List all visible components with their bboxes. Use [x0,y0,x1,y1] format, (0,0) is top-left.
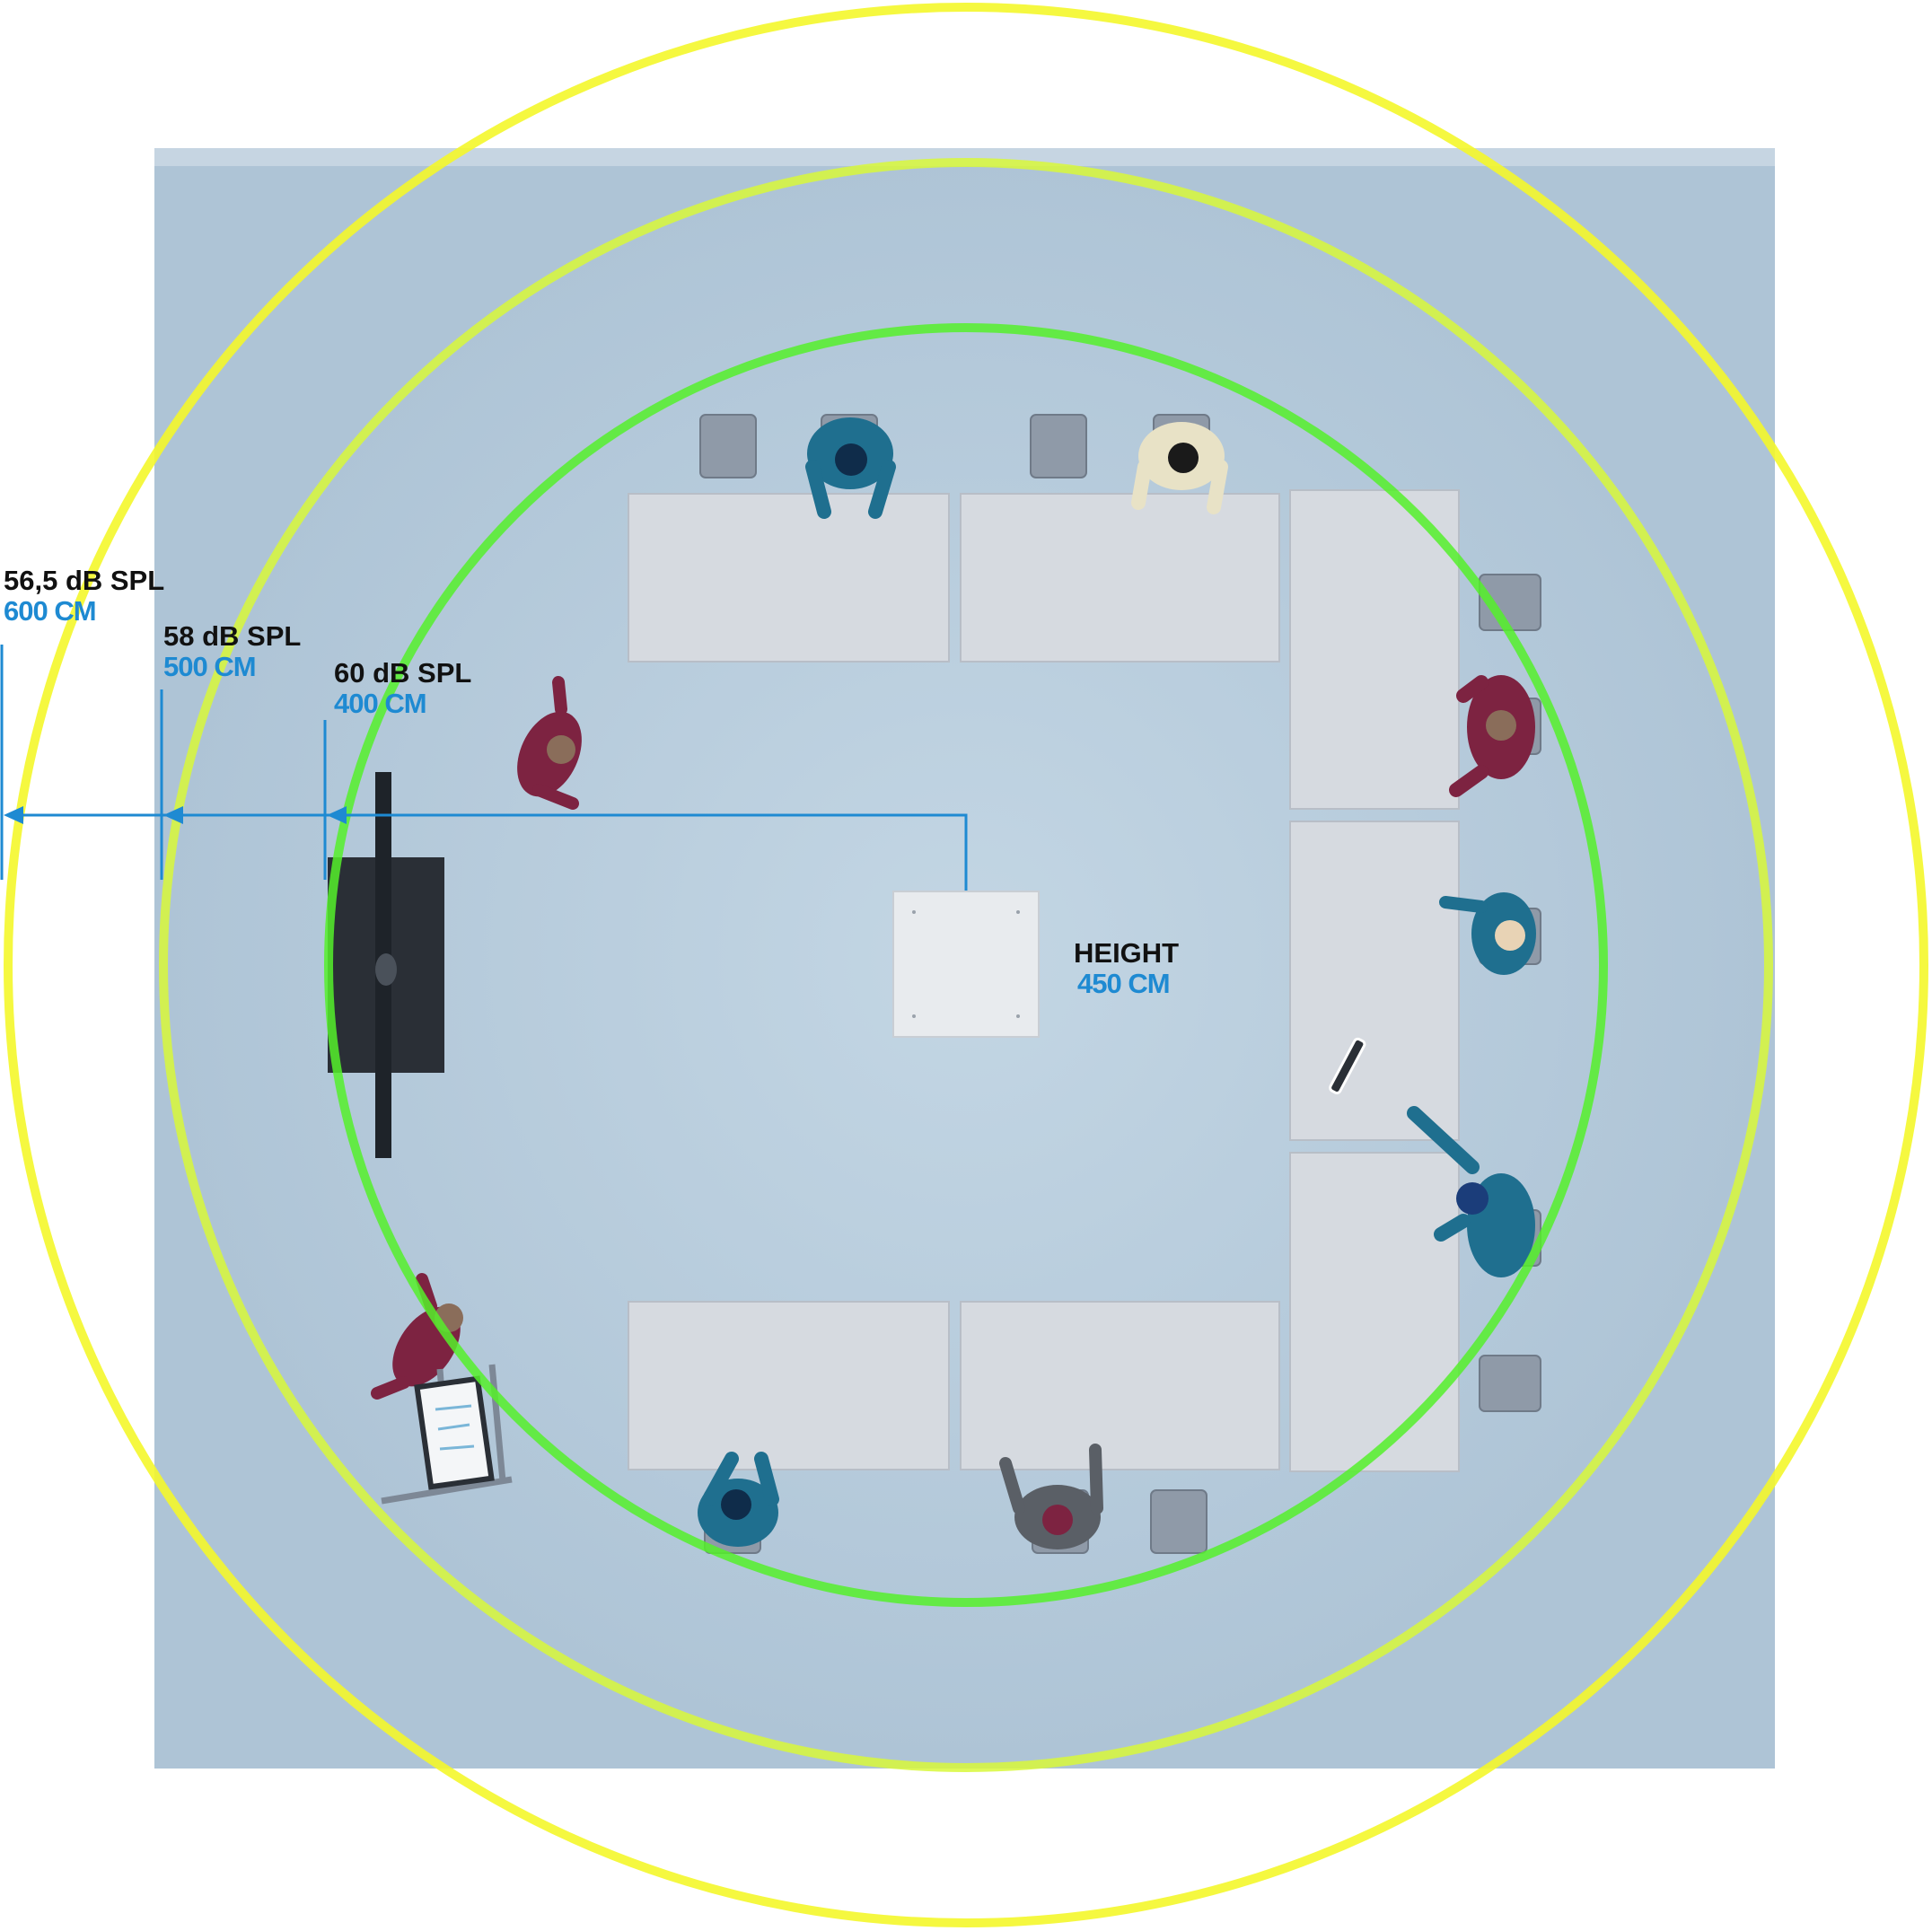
zone-mid-ring [159,158,1773,1772]
zone-spl-500: 58 dB SPL [163,620,302,652]
zone-spl-600: 56,5 dB SPL [4,565,165,596]
zone-spl-400: 60 dB SPL [334,657,472,689]
table [628,1301,950,1470]
chair [1150,1489,1208,1554]
tables [628,489,1460,1472]
display-screen [328,772,444,1158]
zone-label-600: 56,5 dB SPL 600 CM [4,566,164,627]
remote-control [1329,1037,1366,1095]
arrowhead-600 [4,806,23,824]
person [1449,675,1535,797]
table [1289,489,1460,810]
person [999,1444,1103,1549]
person [1439,892,1536,975]
person [805,417,896,519]
person [698,1452,779,1547]
chair [1030,414,1087,478]
height-label: HEIGHT 450 CM [1074,938,1179,999]
camera [375,953,397,986]
zone-outer-ring [4,3,1928,1927]
ceiling-microphone [892,891,1040,1038]
dimension-lines [0,645,968,891]
room-back-wall [154,148,1775,166]
zone-distance-400: 400 CM [334,688,427,719]
arrowhead-400 [327,806,347,824]
height-title: HEIGHT [1074,937,1180,969]
person [1131,422,1228,514]
arrowhead-500 [163,806,183,824]
table [1289,1152,1460,1472]
person [1407,1106,1535,1277]
table [960,1301,1280,1470]
table [960,493,1280,663]
people [371,417,1536,1549]
height-value: 450 CM [1077,968,1171,999]
chair [1479,1355,1541,1412]
zone-label-400: 60 dB SPL 400 CM [334,658,471,719]
zone-distance-600: 600 CM [4,595,97,627]
zone-inner-ring [324,323,1608,1607]
coverage-zones [4,3,1928,1927]
person [517,676,582,810]
table [1289,821,1460,1141]
table [628,493,950,663]
zone-label-500: 58 dB SPL 500 CM [163,621,301,682]
mobile-whiteboard [381,1364,513,1505]
chair [699,414,757,478]
zone-distance-500: 500 CM [163,651,257,682]
